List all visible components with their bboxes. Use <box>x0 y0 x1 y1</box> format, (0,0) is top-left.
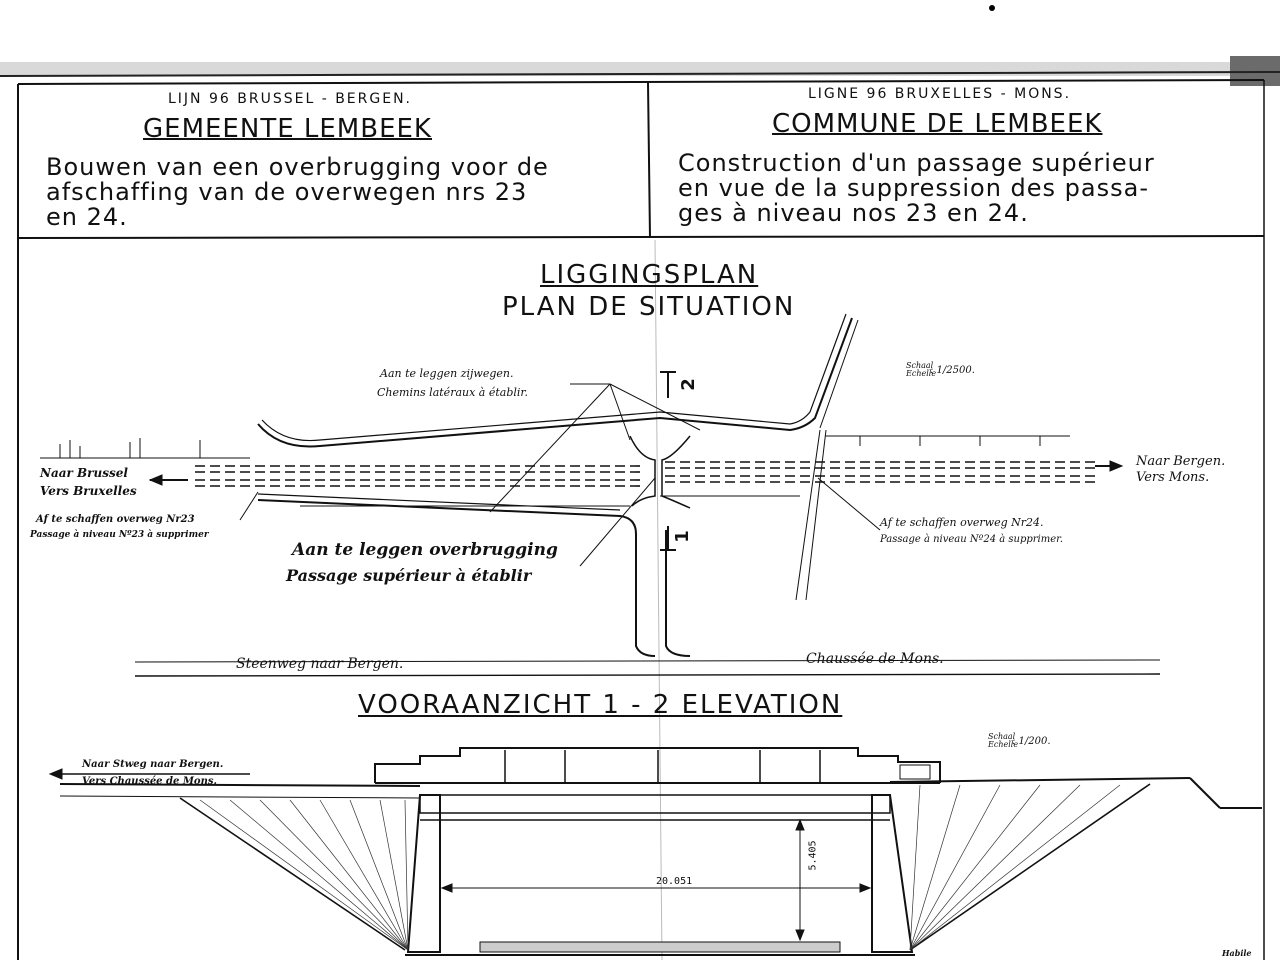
elevation-road-fr: Vers Chaussée de Mons. <box>82 776 217 787</box>
crossing-24-nl: Af te schaffen overweg Nr24. <box>880 516 1044 529</box>
road-label-fr: Chaussée de Mons. <box>806 651 944 667</box>
side-roads-label-nl: Aan te leggen zijwegen. <box>380 367 514 380</box>
bridge-label-fr: Passage supérieur à établir <box>286 566 532 585</box>
to-brussel-nl: Naar Brussel <box>40 466 128 480</box>
header-fr-municipality: COMMUNE DE LEMBEEK <box>772 109 1103 139</box>
to-brussel-fr: Vers Bruxelles <box>40 484 137 498</box>
situation-plan <box>40 313 1161 677</box>
crossing-23-fr: Passage à niveau Nº23 à supprimer <box>30 530 209 540</box>
stamp-text: Habile <box>1222 948 1252 958</box>
header-nl-municipality: GEMEENTE LEMBEEK <box>143 114 432 144</box>
header-fr-description: Construction d'un passage supérieur en v… <box>678 149 1155 227</box>
header-nl-line: LIJN 96 BRUSSEL - BERGEN. <box>168 91 412 107</box>
crossing-23-nl: Af te schaffen overweg Nr23 <box>36 514 195 525</box>
side-roads-label-fr: Chemins latéraux à établir. <box>377 386 528 399</box>
plan-scale-value: : 1/2500. <box>930 365 975 376</box>
header-fr-line: LIGNE 96 BRUXELLES - MONS. <box>808 86 1072 102</box>
elevation-drawing <box>48 747 1262 956</box>
section-mark-1: 1 <box>671 530 693 543</box>
elevation-scale-value: : 1/200. <box>1012 736 1051 747</box>
to-bergen-fr: Vers Mons. <box>1136 470 1210 485</box>
elevation-road-nl: Naar Stweg naar Bergen. <box>82 759 224 770</box>
span-dimension: 20.051 <box>656 876 693 887</box>
section-mark-2: 2 <box>677 378 699 391</box>
header-nl-description: Bouwen van een overbrugging voor de afsc… <box>46 153 549 231</box>
road-label-nl: Steenweg naar Bergen. <box>236 656 404 672</box>
plan-title-fr: PLAN DE SITUATION <box>502 292 796 322</box>
elevation-title: VOORAANZICHT 1 - 2 ELEVATION <box>358 690 843 720</box>
crossing-24-fr: Passage à niveau Nº24 à supprimer. <box>880 534 1064 545</box>
plan-title-nl: LIGGINGSPLAN <box>540 260 759 290</box>
elevation-scale-label: Schaal Echelle <box>988 732 1019 749</box>
plan-scale-label: Schaal Echelle <box>906 361 937 378</box>
to-bergen-nl: Naar Bergen. <box>1136 454 1226 469</box>
bridge-label-nl: Aan te leggen overbrugging <box>292 540 558 560</box>
clearance-dimension: 5.405 <box>807 840 819 871</box>
